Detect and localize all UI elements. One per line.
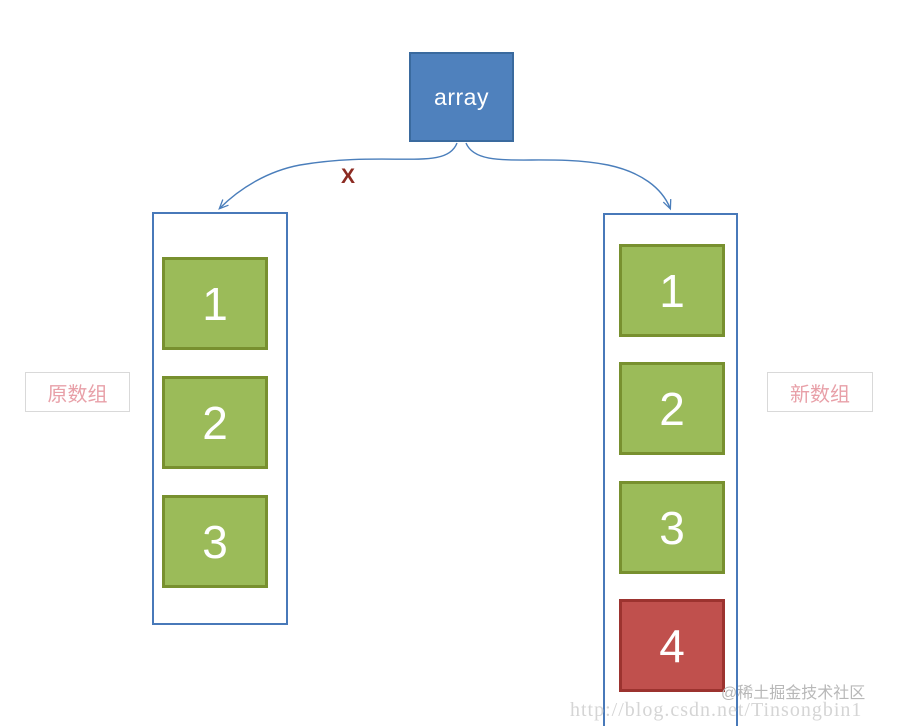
cell-value: 3 xyxy=(659,501,685,554)
new-array-container: 1 2 3 4 xyxy=(603,213,738,726)
array-cell-new-element: 4 xyxy=(619,599,725,692)
old-array-container: 1 2 3 xyxy=(152,212,288,625)
cell-value: 1 xyxy=(659,264,685,317)
array-node: array xyxy=(409,52,514,142)
cell-value: 2 xyxy=(202,396,228,449)
old-array-label: 原数组 xyxy=(25,372,130,412)
cell-value: 1 xyxy=(202,277,228,330)
array-cell: 1 xyxy=(619,244,725,337)
array-node-label: array xyxy=(434,83,489,110)
cell-value: 3 xyxy=(202,515,228,568)
new-array-label: 新数组 xyxy=(767,372,873,412)
cross-out-x-icon: X xyxy=(340,165,355,188)
array-cell: 2 xyxy=(162,376,268,469)
cell-value: 2 xyxy=(659,382,685,435)
url-watermark: http://blog.csdn.net/Tinsongbin1 xyxy=(570,699,863,721)
edge-array-to-new-array xyxy=(465,142,672,211)
cell-value: 4 xyxy=(659,619,685,672)
brand-watermark: @稀土掘金技术社区 xyxy=(721,685,866,702)
array-cell: 1 xyxy=(162,257,268,350)
array-cell: 3 xyxy=(619,481,725,574)
array-cell: 2 xyxy=(619,362,725,455)
array-cell: 3 xyxy=(162,495,268,588)
